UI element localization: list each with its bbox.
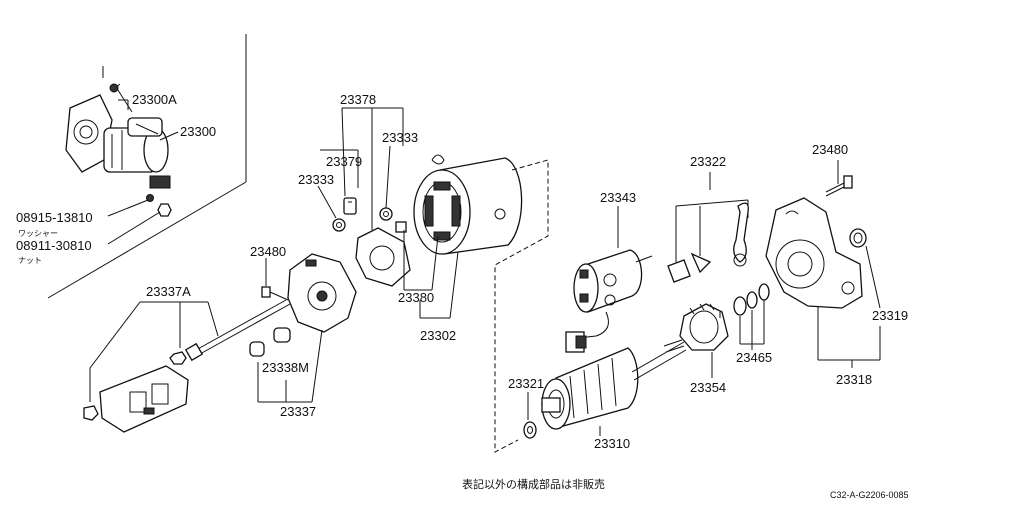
label-23465: 23465 — [736, 350, 772, 365]
stop-rings — [733, 283, 770, 316]
label-23333-left: 23333 — [298, 172, 334, 187]
label-23480-left: 23480 — [250, 244, 286, 259]
brush-holder-plate — [355, 221, 411, 287]
label-nut: ナット — [18, 256, 42, 265]
front-bushing — [849, 228, 867, 248]
yoke-field-coil — [413, 154, 523, 255]
label-23354: 23354 — [690, 380, 726, 395]
label-23322: 23322 — [690, 154, 726, 169]
through-bolt-right — [825, 175, 853, 197]
nut-23333-left — [332, 218, 346, 232]
label-23319: 23319 — [872, 308, 908, 323]
footer-note: 表記以外の構成部品は非販売 — [462, 477, 605, 491]
label-23302: 23302 — [420, 328, 456, 343]
label-washer: ワッシャー — [18, 229, 58, 238]
through-bolt-small — [261, 286, 289, 301]
shift-lever-parts — [667, 202, 749, 283]
label-23333-right: 23333 — [382, 130, 418, 145]
overrunning-clutch — [663, 303, 729, 353]
rear-cover — [83, 365, 189, 433]
bushing-upper — [273, 327, 291, 343]
label-23321: 23321 — [508, 376, 544, 391]
label-23318: 23318 — [836, 372, 872, 387]
label-23480-right: 23480 — [812, 142, 848, 157]
diagram-code: C32-A-G2206-0085 — [830, 490, 909, 500]
label-23379: 23379 — [326, 154, 362, 169]
label-23380: 23380 — [398, 290, 434, 305]
label-23300: 23300 — [180, 124, 216, 139]
brush-spring-clip — [343, 197, 357, 215]
armature — [541, 341, 687, 430]
label-23338M: 23338M — [262, 360, 309, 375]
through-bolt-long — [169, 299, 291, 365]
bushing-lower — [249, 341, 265, 357]
rear-end-frame — [287, 253, 357, 333]
drive-housing — [765, 197, 863, 309]
label-23300A: 23300A — [132, 92, 177, 107]
label-23378: 23378 — [340, 92, 376, 107]
label-08915-13810: 08915-13810 — [16, 210, 93, 225]
label-23310: 23310 — [594, 436, 630, 451]
label-08911-30810: 08911-30810 — [16, 238, 92, 253]
label-23337A: 23337A — [146, 284, 191, 299]
assembled-starter-inset — [47, 34, 247, 299]
magnetic-switch — [565, 249, 653, 353]
thrust-washer — [523, 421, 537, 439]
nut-23333-right — [379, 207, 393, 221]
label-23343: 23343 — [600, 190, 636, 205]
label-23337: 23337 — [280, 404, 316, 419]
